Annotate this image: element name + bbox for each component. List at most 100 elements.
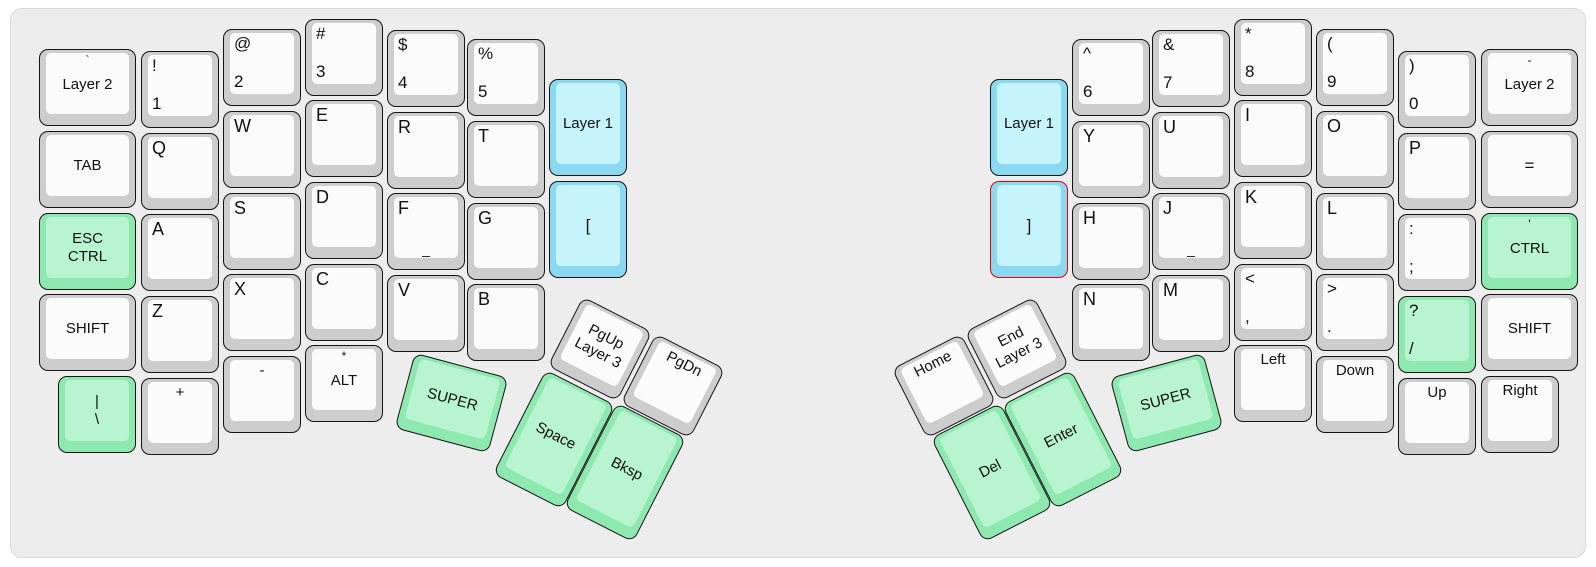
- homing-bar-icon: _: [422, 241, 430, 257]
- key-colon-semicolon[interactable]: :;: [1398, 214, 1476, 291]
- key-label: R: [398, 117, 411, 137]
- key-f[interactable]: F_: [387, 193, 465, 270]
- key-quote-ctrl[interactable]: 'CTRL: [1481, 213, 1578, 290]
- key-right-arrow[interactable]: Right: [1481, 376, 1559, 453]
- key-label: +: [175, 384, 185, 401]
- key-asterisk-8[interactable]: *8: [1234, 19, 1312, 96]
- key-exclam-1[interactable]: !1: [141, 51, 219, 128]
- key-x[interactable]: X: [223, 274, 301, 351]
- key-label: CTRL: [1509, 239, 1550, 257]
- key-question-slash[interactable]: ?/: [1398, 296, 1476, 373]
- keycap-face: SHIFT: [46, 298, 129, 359]
- key-dollar-4[interactable]: $4: [387, 30, 465, 107]
- key-l[interactable]: L: [1316, 193, 1394, 270]
- key-layer1-left[interactable]: Layer 1: [549, 79, 627, 176]
- key-j[interactable]: J_: [1152, 193, 1230, 270]
- keycap-face: R: [394, 116, 458, 177]
- key-label: J: [1163, 198, 1172, 218]
- keycap-face: @2: [230, 33, 294, 94]
- key-label: .: [1327, 317, 1332, 336]
- key-grave-layer2[interactable]: `Layer 2: [39, 49, 136, 126]
- key-super-left[interactable]: SUPER: [394, 352, 509, 454]
- keycap-face: Home: [899, 340, 985, 425]
- key-y[interactable]: Y: [1072, 121, 1150, 198]
- key-rparen-0[interactable]: )0: [1398, 51, 1476, 128]
- keycap-face: PgDn: [632, 340, 718, 425]
- key-label: &: [1163, 35, 1175, 54]
- key-label: |: [95, 392, 99, 410]
- key-amp-7[interactable]: &7: [1152, 30, 1230, 107]
- keycap-face: I: [1241, 104, 1305, 165]
- keycap-face: O: [1323, 115, 1387, 176]
- key-s[interactable]: S: [223, 193, 301, 270]
- keycap-face: M: [1159, 279, 1223, 340]
- key-left-arrow[interactable]: Left: [1234, 345, 1312, 422]
- key-p[interactable]: P: [1398, 133, 1476, 210]
- key-g[interactable]: G: [467, 203, 545, 280]
- key-label: Down: [1335, 362, 1375, 379]
- key-shift-left[interactable]: SHIFT: [39, 294, 136, 371]
- key-minus-left[interactable]: -: [223, 356, 301, 433]
- key-hash-3[interactable]: #3: [305, 19, 383, 96]
- key-label: Layer 2: [62, 75, 113, 93]
- key-h[interactable]: H: [1072, 203, 1150, 280]
- key-shift-right[interactable]: SHIFT: [1481, 294, 1578, 371]
- key-e[interactable]: E: [305, 100, 383, 177]
- key-i[interactable]: I: [1234, 100, 1312, 177]
- key-up-arrow[interactable]: Up: [1398, 378, 1476, 455]
- key-percent-5[interactable]: %5: [467, 39, 545, 116]
- key-q[interactable]: Q: [141, 133, 219, 210]
- key-at-2[interactable]: @2: [223, 29, 301, 106]
- key-plus[interactable]: +: [141, 378, 219, 455]
- key-m[interactable]: M: [1152, 275, 1230, 352]
- keycap-face: D: [312, 186, 376, 247]
- key-super-right[interactable]: SUPER: [1109, 352, 1224, 454]
- key-lt-comma[interactable]: <,: [1234, 264, 1312, 341]
- keycap-face: *ALT: [312, 349, 376, 410]
- key-down-arrow[interactable]: Down: [1316, 356, 1394, 433]
- key-c[interactable]: C: [305, 264, 383, 341]
- homing-bar-icon: _: [1187, 241, 1195, 257]
- key-tab[interactable]: TAB: [39, 131, 136, 208]
- key-w[interactable]: W: [223, 111, 301, 188]
- key-pipe-backslash[interactable]: |\: [58, 376, 136, 453]
- key-o[interactable]: O: [1316, 111, 1394, 188]
- key-asterisk-alt[interactable]: *ALT: [305, 345, 383, 422]
- key-t[interactable]: T: [467, 121, 545, 198]
- key-label: U: [1163, 117, 1176, 137]
- key-lbracket[interactable]: [: [549, 181, 627, 278]
- key-label: 1: [152, 94, 162, 113]
- key-caret-6[interactable]: ^6: [1072, 39, 1150, 116]
- keycap-face: %5: [474, 43, 538, 104]
- keycap-face: Y: [1079, 125, 1143, 186]
- key-v[interactable]: V: [387, 275, 465, 352]
- keycap-face: SHIFT: [1488, 298, 1571, 359]
- keycap-face: [: [556, 185, 620, 266]
- key-k[interactable]: K: [1234, 182, 1312, 259]
- key-dash-layer2[interactable]: -Layer 2: [1481, 49, 1578, 126]
- key-equals[interactable]: =: [1481, 131, 1578, 208]
- key-b[interactable]: B: [467, 284, 545, 361]
- keycap-face: J_: [1159, 197, 1223, 258]
- key-rbracket[interactable]: ]: [990, 181, 1068, 278]
- key-label: X: [234, 279, 247, 299]
- key-lparen-9[interactable]: (9: [1316, 29, 1394, 106]
- keycap-face: SUPER: [1117, 358, 1214, 440]
- keycap-face: N: [1079, 288, 1143, 349]
- key-label: SUPER: [1138, 384, 1193, 415]
- key-r[interactable]: R: [387, 112, 465, 189]
- key-z[interactable]: Z: [141, 296, 219, 373]
- key-label: @: [234, 34, 252, 53]
- key-label: SHIFT: [1507, 320, 1552, 337]
- key-a[interactable]: A: [141, 214, 219, 291]
- key-label: ?: [1409, 301, 1419, 320]
- key-n[interactable]: N: [1072, 284, 1150, 361]
- key-layer1-right[interactable]: Layer 1: [990, 79, 1068, 176]
- key-d[interactable]: D: [305, 182, 383, 259]
- key-label: M: [1163, 280, 1178, 300]
- key-label: H: [1083, 208, 1096, 228]
- key-u[interactable]: U: [1152, 112, 1230, 189]
- key-gt-period[interactable]: >.: [1316, 274, 1394, 351]
